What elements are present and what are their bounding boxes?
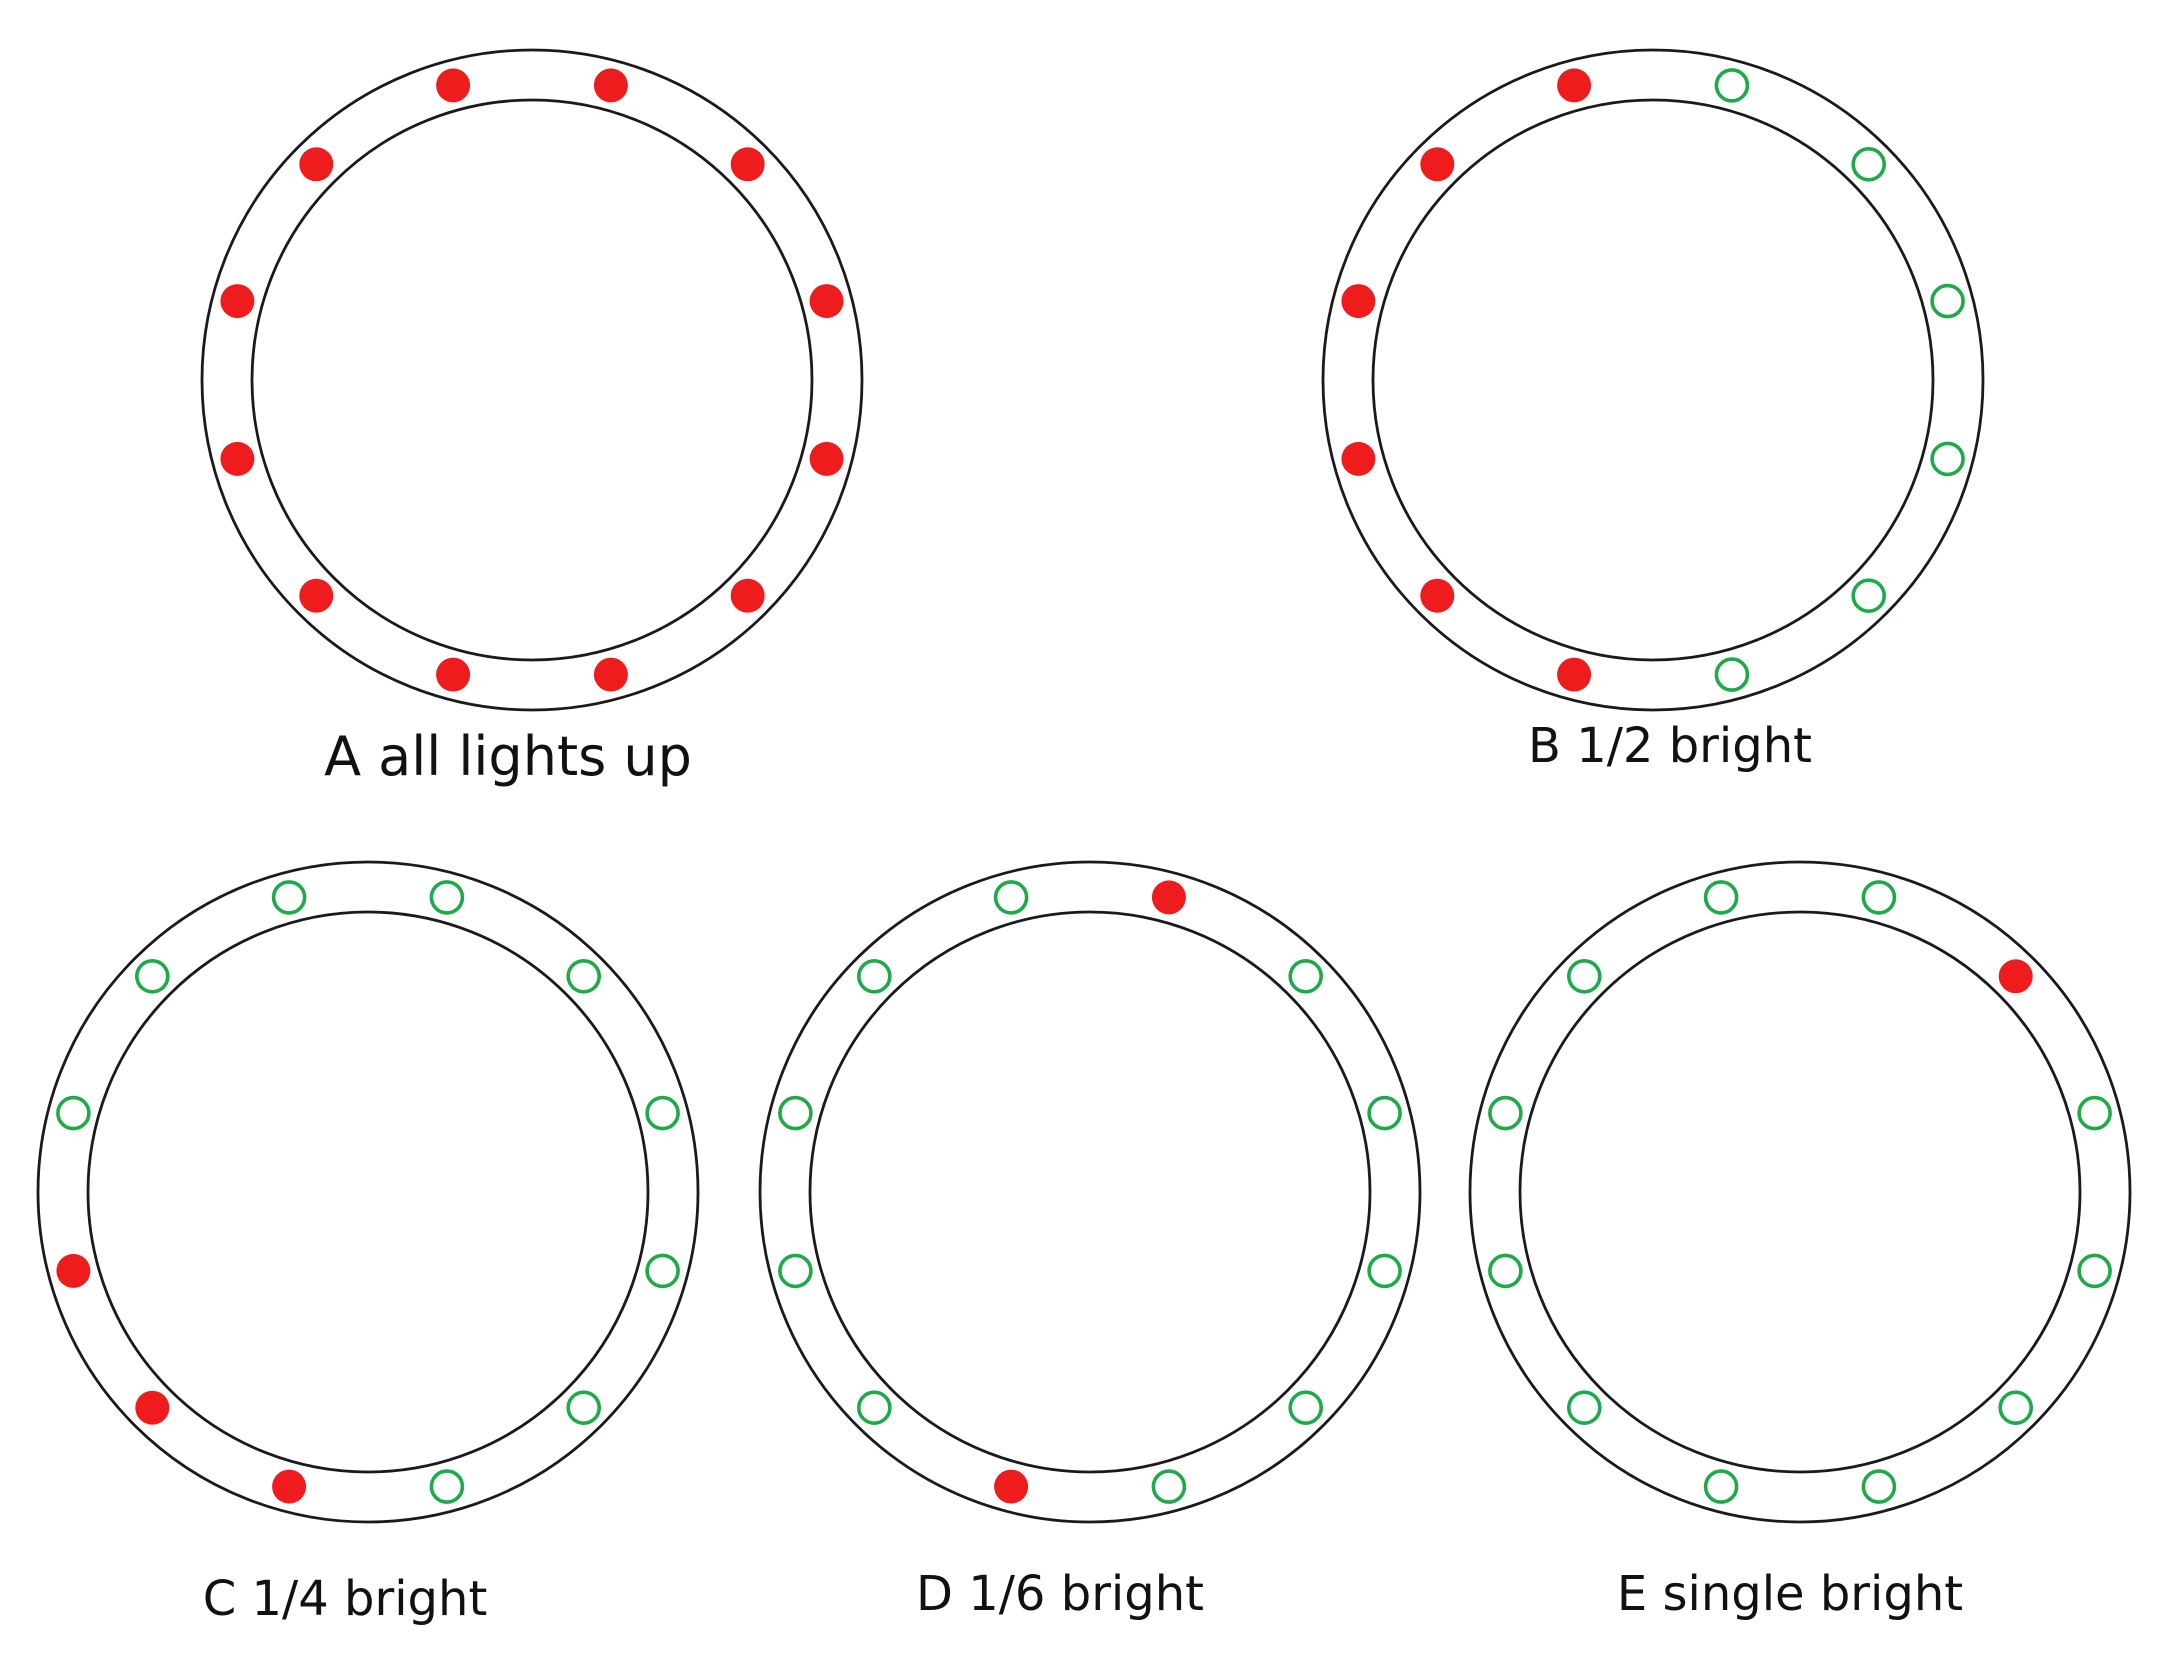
- ring-a-led-10-lit: [220, 284, 255, 319]
- ring-d-caption: D 1/6 bright: [916, 1566, 1204, 1622]
- ring-a-led-7-lit: [436, 657, 471, 692]
- ring-e-led-2-lit: [1998, 959, 2033, 994]
- ring-d-led-2-unlit: [1288, 958, 1323, 994]
- ring-a-led-2-lit: [730, 147, 765, 182]
- ring-c-led-6-unlit: [429, 1469, 465, 1504]
- ring-d-outer-circle: [758, 860, 1422, 1524]
- ring-d-led-1-lit: [1151, 880, 1186, 915]
- ring-a-inner-circle: [250, 98, 814, 662]
- ring-c: C 1/4 bright: [36, 860, 700, 1627]
- ring-b-led-7-lit: [1557, 657, 1592, 692]
- ring-d-led-4-unlit: [1367, 1253, 1402, 1289]
- ring-d-led-3-unlit: [1367, 1095, 1402, 1131]
- ring-b: B 1/2 bright: [1321, 48, 1985, 774]
- ring-e-led-11-unlit: [1567, 958, 1602, 994]
- ring-e-led-3-unlit: [2077, 1095, 2112, 1131]
- ring-a-led-8-lit: [299, 578, 334, 613]
- ring-b-led-10-lit: [1341, 284, 1376, 319]
- ring-d-led-9-unlit: [778, 1253, 813, 1289]
- ring-a-led-6-lit: [593, 657, 628, 692]
- ring-d-led-11-unlit: [856, 958, 892, 994]
- ring-e-led-10-unlit: [1488, 1095, 1523, 1131]
- ring-c-led-4-unlit: [645, 1253, 680, 1289]
- ring-b-caption: B 1/2 bright: [1528, 718, 1812, 774]
- ring-d-led-5-unlit: [1288, 1390, 1323, 1425]
- ring-a-led-5-lit: [730, 578, 765, 613]
- ring-d-led-8-unlit: [856, 1390, 892, 1425]
- ring-a-led-9-lit: [220, 441, 255, 476]
- ring-d-led-7-lit: [994, 1469, 1029, 1504]
- ring-c-led-7-lit: [272, 1469, 307, 1504]
- ring-b-led-9-lit: [1341, 441, 1376, 476]
- ring-c-outer-circle: [36, 860, 700, 1524]
- ring-a-led-3-lit: [809, 284, 844, 319]
- ring-e-inner-circle: [1518, 910, 2082, 1474]
- ring-c-led-12-unlit: [271, 880, 307, 915]
- ring-c-led-10-unlit: [56, 1095, 91, 1131]
- ring-c-led-9-lit: [56, 1253, 91, 1288]
- ring-b-led-3-unlit: [1930, 283, 1965, 319]
- ring-e-outer-circle: [1468, 860, 2132, 1524]
- ring-b-inner-circle: [1371, 98, 1935, 662]
- ring-d-inner-circle: [808, 910, 1372, 1474]
- ring-c-led-3-unlit: [645, 1095, 680, 1131]
- ring-e-led-8-unlit: [1567, 1390, 1602, 1425]
- ring-e-caption: E single bright: [1617, 1566, 1963, 1622]
- ring-c-caption: C 1/4 bright: [203, 1571, 488, 1627]
- ring-a-outer-circle: [200, 48, 864, 712]
- ring-e-led-6-unlit: [1861, 1469, 1897, 1504]
- ring-d-led-6-unlit: [1151, 1469, 1187, 1504]
- ring-d-led-10-unlit: [778, 1095, 813, 1131]
- ring-c-led-5-unlit: [566, 1390, 602, 1425]
- ring-e-led-7-unlit: [1703, 1469, 1739, 1504]
- ring-b-led-2-unlit: [1851, 147, 1886, 182]
- ring-c-led-2-unlit: [566, 958, 602, 994]
- ring-b-led-6-unlit: [1714, 657, 1750, 692]
- ring-a-led-11-lit: [299, 147, 334, 182]
- ring-e-led-4-unlit: [2077, 1253, 2112, 1289]
- ring-b-led-4-unlit: [1930, 441, 1965, 477]
- ring-e: E single bright: [1468, 860, 2132, 1622]
- ring-a-led-1-lit: [593, 68, 628, 103]
- ring-a: A all lights up: [200, 48, 864, 788]
- ring-d: D 1/6 bright: [758, 860, 1422, 1622]
- ring-c-inner-circle: [86, 910, 650, 1474]
- ring-c-led-8-lit: [135, 1390, 170, 1425]
- ring-b-outer-circle: [1321, 48, 1985, 712]
- ring-e-led-5-unlit: [1998, 1390, 2033, 1425]
- ring-e-led-9-unlit: [1488, 1253, 1523, 1289]
- ring-b-led-12-lit: [1557, 68, 1592, 103]
- ring-e-led-12-unlit: [1703, 880, 1739, 915]
- ring-b-led-5-unlit: [1851, 578, 1886, 614]
- ring-a-led-4-lit: [809, 441, 844, 476]
- ring-d-led-12-unlit: [993, 880, 1029, 915]
- ring-a-led-12-lit: [436, 68, 471, 103]
- ring-a-caption: A all lights up: [324, 725, 692, 788]
- ring-b-led-8-lit: [1420, 578, 1455, 613]
- ring-c-led-11-unlit: [135, 958, 170, 994]
- ring-e-led-1-unlit: [1861, 880, 1897, 915]
- ring-b-led-11-lit: [1420, 147, 1455, 182]
- ring-c-led-1-unlit: [429, 880, 465, 915]
- ring-b-led-1-unlit: [1714, 68, 1750, 103]
